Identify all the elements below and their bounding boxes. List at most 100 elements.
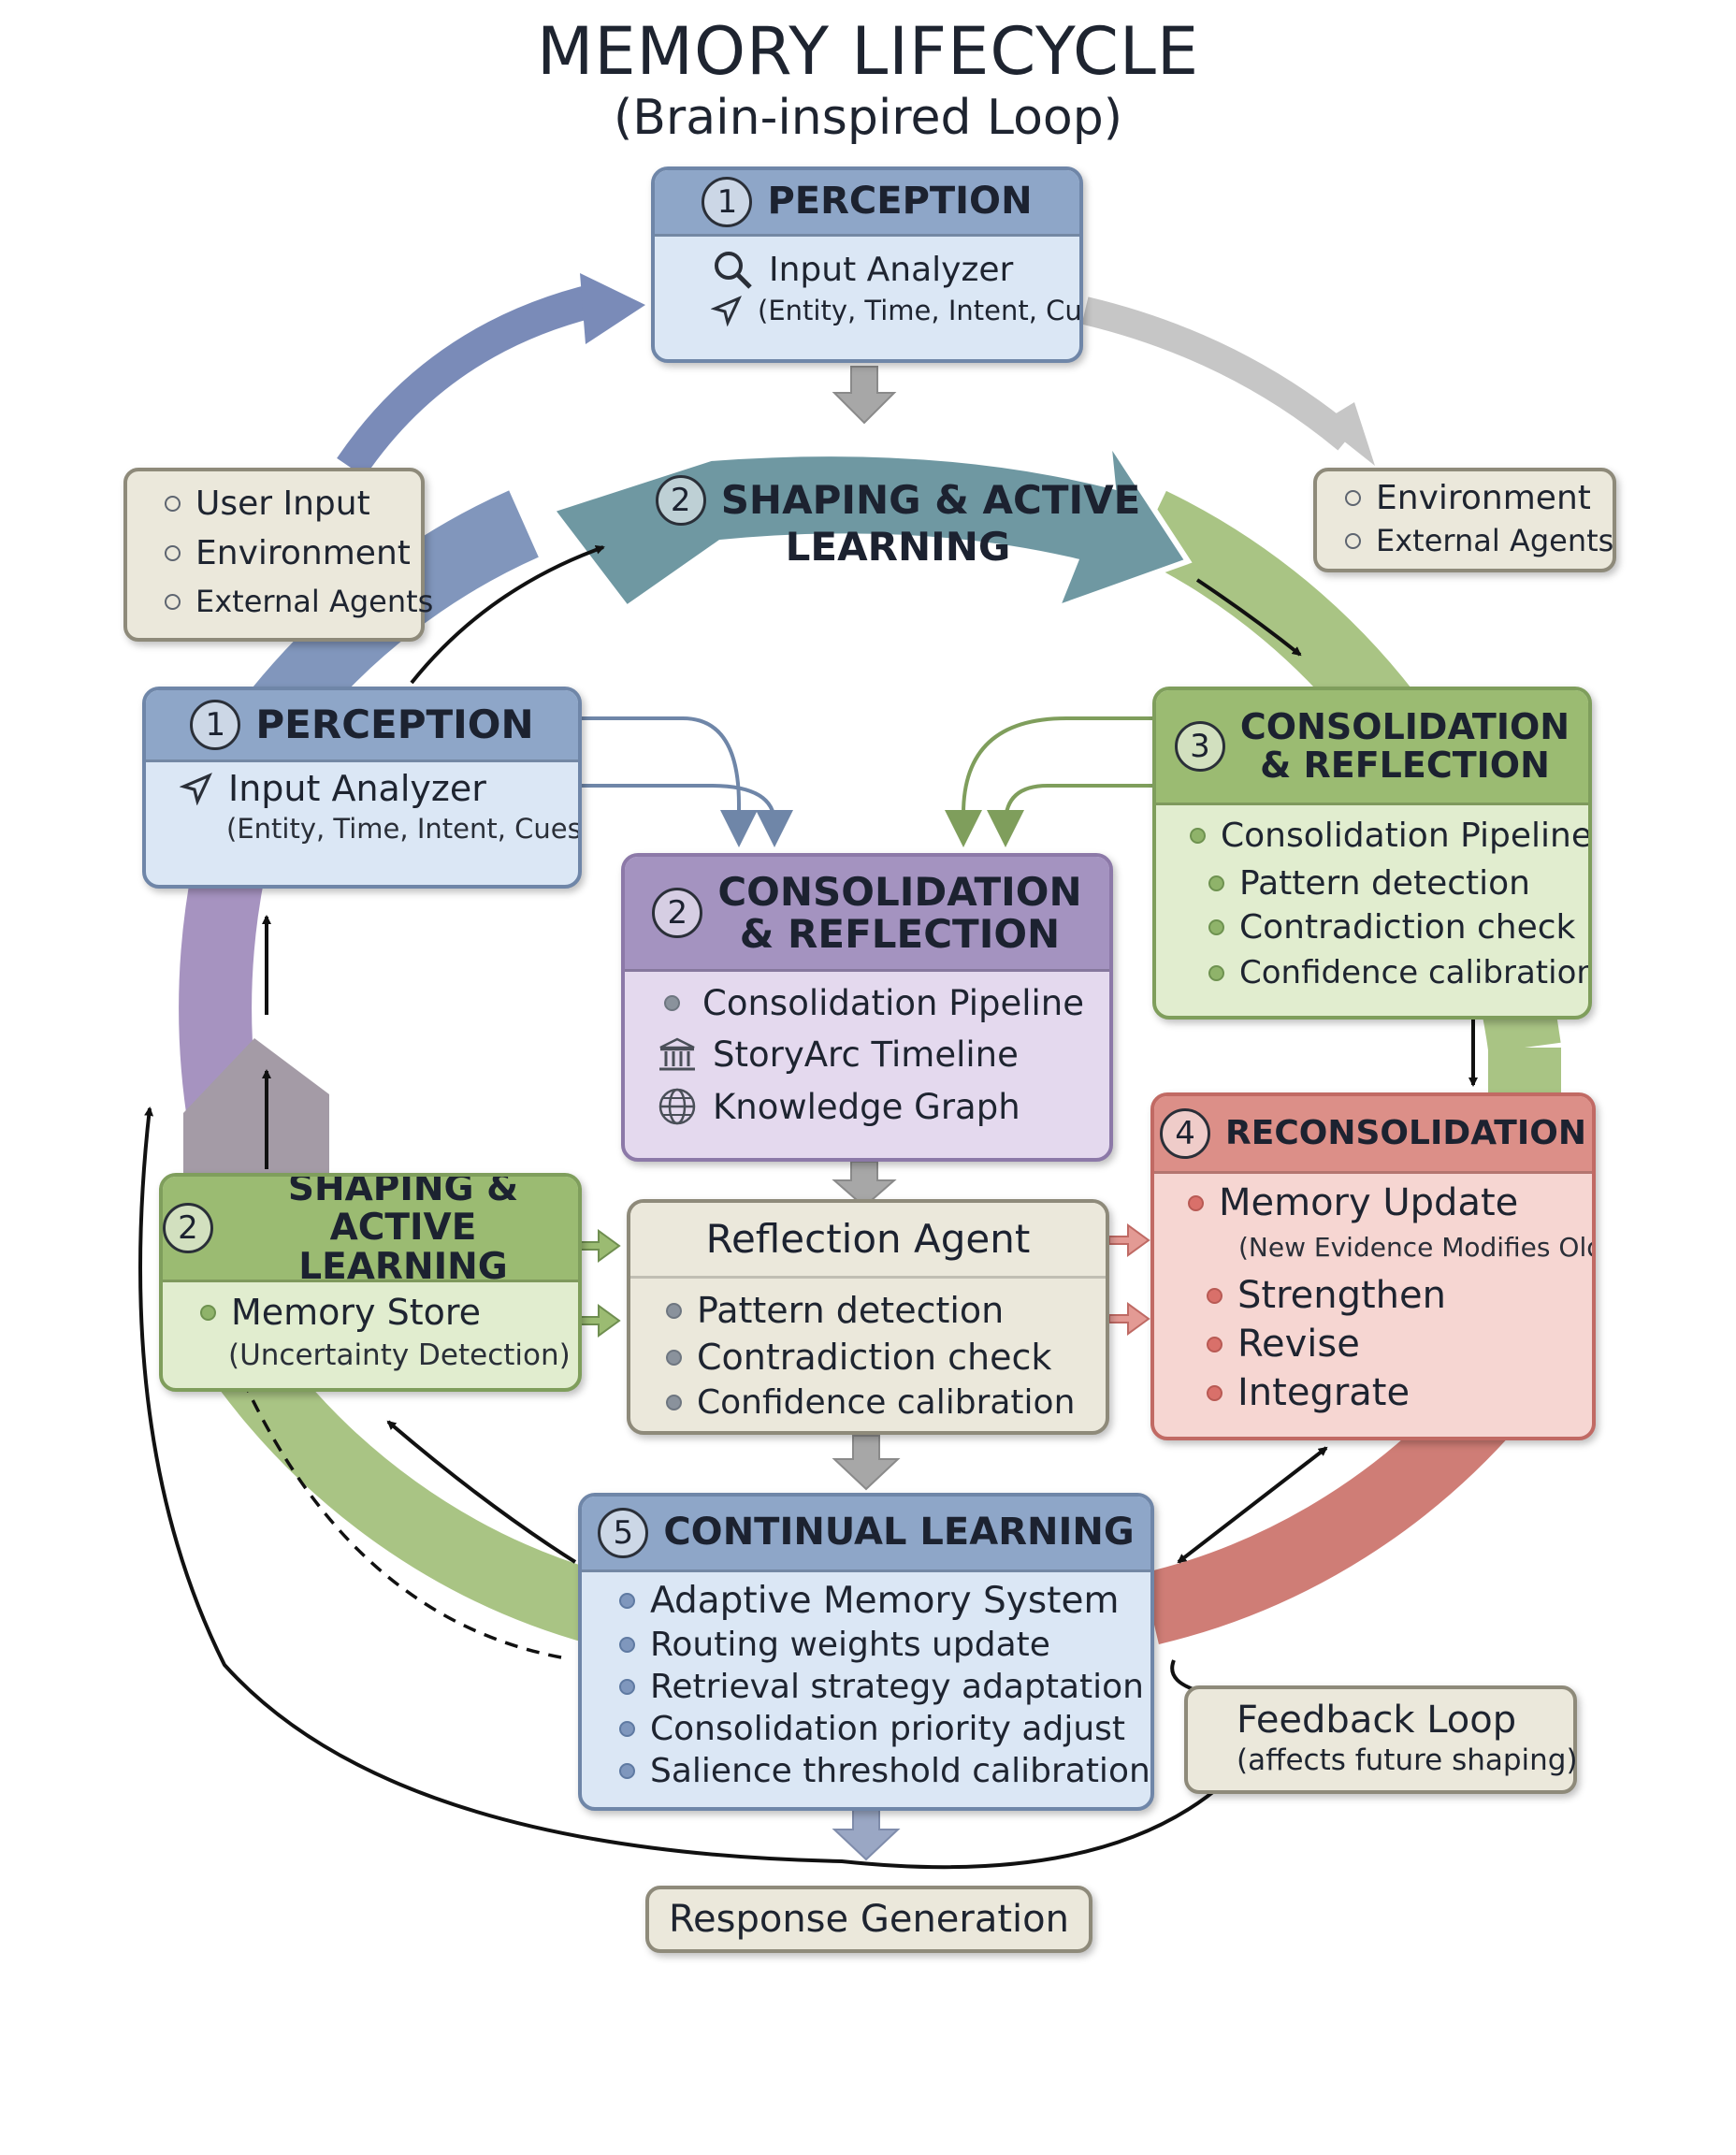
bullet-icon — [165, 593, 181, 610]
perception-top-line2: (Entity, Time, Intent, Cues) — [758, 295, 1082, 326]
perception-left-card: 1 PERCEPTION Input Analyzer (Entity, Tim… — [142, 687, 582, 889]
bullet-icon — [666, 1395, 682, 1410]
shaping-left-title-line1: SHAPING & — [287, 1173, 519, 1209]
consolidation-center-item: Knowledge Graph — [713, 1086, 1020, 1127]
input-item: Environment — [1376, 479, 1591, 517]
input-item: External Agents — [195, 584, 434, 619]
bullet-icon — [619, 1763, 635, 1779]
perception-left-line1: Input Analyzer — [228, 768, 486, 809]
consolidation-center-item: Consolidation Pipeline — [702, 983, 1084, 1023]
globe-icon — [658, 1088, 696, 1125]
inputs-left-box: User Input Environment External Agents — [123, 468, 433, 642]
diagram-title: MEMORY LIFECYCLE — [536, 13, 1200, 90]
ring-arrowhead-gray — [183, 1038, 329, 1179]
perception-top-header: 1 PERCEPTION — [655, 170, 1079, 237]
perception-top-card: 1 PERCEPTION Input Analyzer (Entity, Tim… — [651, 166, 1083, 363]
bullet-icon — [1208, 875, 1224, 891]
perception-left-line2: (Entity, Time, Intent, Cues) — [226, 813, 582, 845]
reconsolidation-title: RECONSOLIDATION — [1225, 1113, 1586, 1152]
consolidation-right-item: Pattern detection — [1239, 864, 1530, 903]
continual-learning-item: Adaptive Memory System — [650, 1580, 1120, 1622]
shaping-left-header: 2 SHAPING & ACTIVE LEARNING — [163, 1177, 578, 1287]
reconsolidation-header: 4 RECONSOLIDATION — [1154, 1096, 1592, 1174]
step-number-badge: 2 — [163, 1203, 213, 1253]
reconsolidation-action: Integrate — [1237, 1371, 1410, 1414]
shaping-left-item-sub: (Uncertainty Detection) — [228, 1338, 571, 1372]
response-generation-box: Response Generation — [645, 1886, 1092, 1953]
continual-learning-item: Retrieval strategy adaptation — [650, 1668, 1144, 1706]
shaping-arrow-label: 2 SHAPING & ACTIVE LEARNING — [655, 475, 1141, 568]
reconsolidation-item-sub: (New Evidence Modifies Old) — [1238, 1232, 1596, 1263]
bullet-icon — [165, 496, 181, 512]
consolidation-center-title-line1: CONSOLIDATION — [717, 868, 1082, 915]
step-number-badge: 5 — [598, 1508, 649, 1558]
bullet-icon — [619, 1679, 635, 1695]
navigation-arrow-icon — [180, 773, 212, 805]
bullet-icon — [619, 1593, 635, 1609]
continual-learning-title: CONTINUAL LEARNING — [663, 1511, 1135, 1555]
reconsolidation-action: Revise — [1237, 1323, 1360, 1366]
navigation-arrow-icon — [711, 296, 742, 326]
bullet-icon — [1207, 1384, 1222, 1401]
step-number-badge: 2 — [655, 475, 706, 526]
step-number-badge: 4 — [1160, 1108, 1211, 1159]
consolidation-right-item: Confidence calibration — [1239, 954, 1592, 991]
diagram-subtitle: (Brain-inspired Loop) — [613, 90, 1123, 146]
reflection-agent-item: Confidence calibration — [697, 1383, 1076, 1422]
shaping-left-title-line2: ACTIVE LEARNING — [298, 1206, 508, 1289]
step-number-badge: 3 — [1174, 721, 1225, 772]
perception-left-title: PERCEPTION — [255, 701, 534, 748]
bullet-icon — [1207, 1287, 1222, 1304]
step-number-badge: 2 — [652, 888, 703, 938]
bullet-icon — [666, 1302, 682, 1319]
consolidation-center-title-line2: & REFLECTION — [739, 911, 1061, 957]
input-item: Environment — [195, 534, 411, 572]
shaping-big-arrow — [547, 438, 1193, 614]
consolidation-center-item: StoryArc Timeline — [713, 1034, 1019, 1075]
reflection-agent-item: Contradiction check — [697, 1337, 1052, 1378]
perception-top-title: PERCEPTION — [767, 180, 1033, 224]
consolidation-right-title-line2: & REFLECTION — [1260, 745, 1550, 786]
magnifier-icon — [715, 252, 752, 289]
continual-learning-item: Consolidation priority adjust — [650, 1710, 1126, 1748]
bullet-icon — [165, 545, 181, 561]
reflection-agent-item: Pattern detection — [697, 1290, 1005, 1331]
consolidation-right-card: 3 CONSOLIDATION & REFLECTION Consolidati… — [1152, 687, 1592, 1020]
reconsolidation-item: Memory Update — [1219, 1181, 1519, 1224]
bullet-icon — [1190, 828, 1206, 844]
consolidation-right-item: Contradiction check — [1239, 908, 1576, 947]
consolidation-right-title-line1: CONSOLIDATION — [1239, 705, 1570, 747]
bullet-icon — [1345, 490, 1361, 506]
consolidation-right-header: 3 CONSOLIDATION & REFLECTION — [1156, 690, 1588, 805]
ring-segment-green-left — [203, 1325, 609, 1644]
reflection-agent-card: Reflection Agent Pattern detection Contr… — [627, 1199, 1109, 1435]
consolidation-center-card: 2 CONSOLIDATION & REFLECTION Consolidati… — [621, 853, 1113, 1162]
consolidation-right-item: Consolidation Pipeline — [1221, 817, 1592, 855]
continual-learning-card: 5 CONTINUAL LEARNING Adaptive Memory Sys… — [578, 1493, 1154, 1811]
inputs-right-box: Environment External Agents — [1313, 468, 1616, 572]
perception-left-header: 1 PERCEPTION — [146, 690, 578, 762]
bullet-icon — [1208, 964, 1224, 981]
bullet-icon — [664, 995, 680, 1011]
reconsolidation-card: 4 RECONSOLIDATION Memory Update (New Evi… — [1150, 1092, 1596, 1440]
shaping-left-item: Memory Store — [231, 1292, 482, 1333]
perception-top-line1: Input Analyzer — [769, 250, 1014, 289]
reflection-agent-header: Reflection Agent — [630, 1203, 1106, 1279]
feedback-loop-sub: (affects future shaping) — [1237, 1743, 1578, 1777]
consolidation-center-header: 2 CONSOLIDATION & REFLECTION — [625, 857, 1109, 972]
input-item: External Agents — [1376, 523, 1614, 558]
feedback-loop-title: Feedback Loop — [1237, 1699, 1517, 1742]
bullet-icon — [619, 1721, 635, 1737]
reflection-agent-title: Reflection Agent — [705, 1216, 1031, 1263]
reconsolidation-action: Strengthen — [1237, 1274, 1446, 1317]
shaping-arrow-line1: SHAPING & ACTIVE — [720, 477, 1141, 524]
response-generation-label: Response Generation — [669, 1898, 1069, 1941]
feedback-loop-box: Feedback Loop (affects future shaping) — [1184, 1685, 1578, 1794]
bullet-icon — [666, 1349, 682, 1366]
bullet-icon — [1208, 919, 1224, 935]
continual-learning-item: Salience threshold calibration — [650, 1752, 1150, 1790]
input-item: User Input — [195, 485, 370, 523]
continual-learning-header: 5 CONTINUAL LEARNING — [582, 1497, 1150, 1572]
step-number-badge: 1 — [190, 700, 241, 750]
bullet-icon — [1207, 1336, 1222, 1352]
